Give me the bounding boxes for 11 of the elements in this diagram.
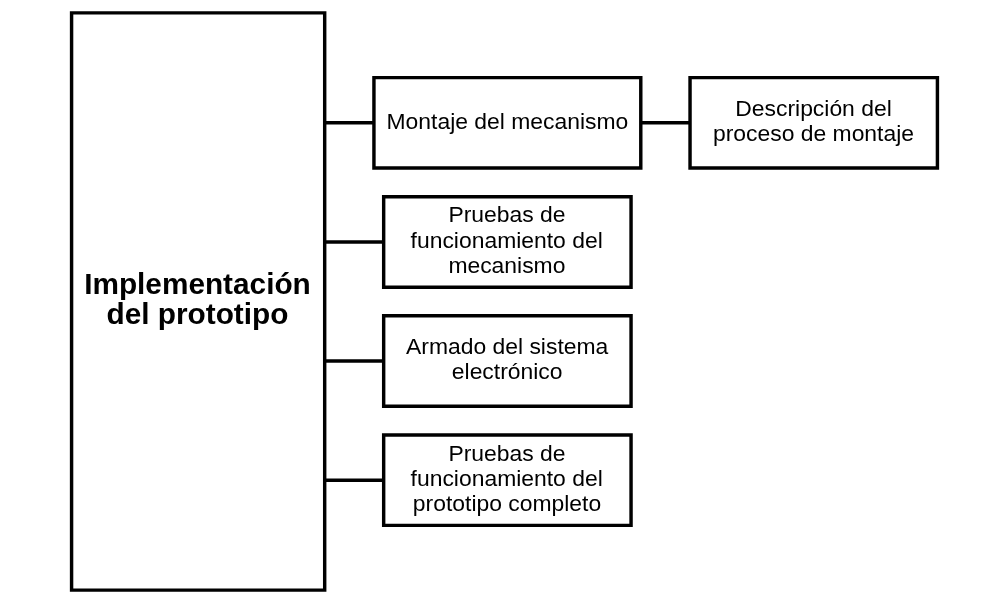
node-box: Pruebas de funcionamiento del mecanismo [381, 195, 633, 289]
node-box: Pruebas de funcionamiento del prototipo completo [381, 433, 633, 528]
connector [324, 121, 374, 125]
connector [324, 478, 383, 482]
connector [324, 359, 383, 363]
connector [640, 121, 690, 125]
node-box: Montaje del mecanismo [371, 75, 642, 170]
connector [324, 240, 383, 244]
node-box: Implementación del prototipo [69, 11, 326, 592]
node-box: Descripción del proceso de montaje [687, 75, 939, 170]
node-box: Armado del sistema electrónico [381, 314, 633, 408]
